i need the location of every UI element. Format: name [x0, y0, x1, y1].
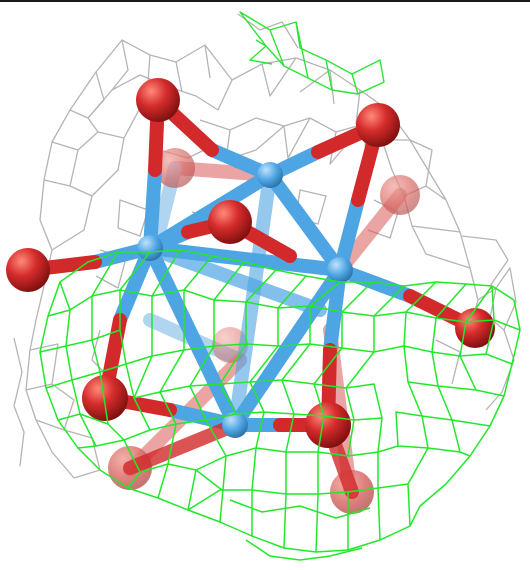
metal-atoms [137, 162, 353, 438]
back-oxygen-atom-1 [155, 148, 195, 188]
oxygen-atom-3 [208, 200, 252, 244]
oxygen-atom-5 [455, 308, 495, 348]
oxygen-atoms [6, 78, 495, 448]
back-oxygen-atom-2 [380, 175, 420, 215]
top-border [0, 0, 530, 2]
oxygen-atom-6 [82, 375, 128, 421]
oxygen-atom-2 [356, 103, 400, 147]
green-density-mesh-main [39, 249, 521, 561]
oxygen-atom-4 [6, 248, 50, 292]
oxygen-atom-1 [136, 78, 180, 122]
metal-atom-3 [327, 257, 353, 283]
oxygen-atom-7 [305, 402, 351, 448]
metal-atom-4 [222, 412, 248, 438]
metal-atom-1 [257, 162, 283, 188]
green-density-mesh-top [239, 11, 385, 95]
metal-atom-2 [137, 235, 163, 261]
